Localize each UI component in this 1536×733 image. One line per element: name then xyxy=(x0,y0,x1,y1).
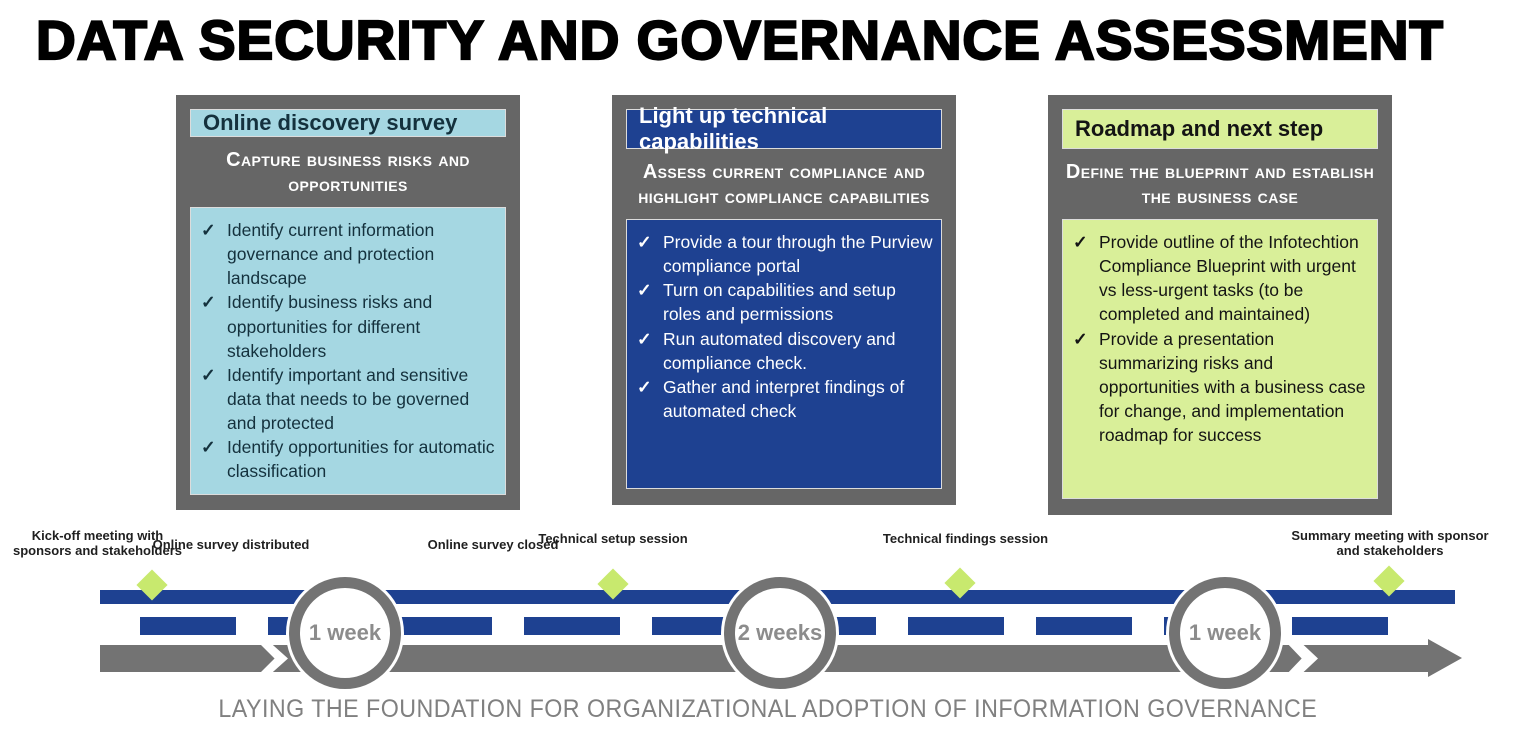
list-item-text: Identify important and sensitive data th… xyxy=(227,364,470,434)
list-item: ✓ Gather and interpret findings of automa… xyxy=(637,375,933,423)
check-icon: ✓ xyxy=(637,376,652,397)
panel-header: Online discovery survey xyxy=(190,109,506,137)
check-icon: ✓ xyxy=(1073,328,1088,349)
panel-online-discovery-survey: Online discovery survey Capture business… xyxy=(176,95,520,510)
duration-circle-1-week: 1 week xyxy=(1169,577,1281,689)
check-icon: ✓ xyxy=(637,328,652,349)
list-item: ✓ Provide a presentation summarizing risk… xyxy=(1073,327,1369,448)
milestone-label-technical-findings: Technical findings session xyxy=(882,531,1049,546)
list-item-text: Provide a presentation summarizing risks… xyxy=(1099,328,1366,446)
list-item-text: Provide outline of the Infotechtion Comp… xyxy=(1099,232,1359,325)
milestone-label-summary-meeting: Summary meeting with sponsor and stakeho… xyxy=(1291,528,1489,558)
check-icon: ✓ xyxy=(201,364,216,385)
list-item-text: Identify business risks and opportunitie… xyxy=(227,292,433,361)
page-title: DATA SECURITY AND GOVERNANCE ASSESSMENT xyxy=(35,9,1445,71)
panel-roadmap-and-next-step: Roadmap and next step Define the bluepri… xyxy=(1048,95,1392,515)
panel-subtitle: Assess current compliance and highlight … xyxy=(638,161,930,208)
list-item: ✓ Identify opportunities for automatic cl… xyxy=(201,435,497,483)
check-icon: ✓ xyxy=(201,220,216,240)
duration-circle-2-weeks: 2 weeks xyxy=(724,577,836,689)
check-icon: ✓ xyxy=(201,292,216,313)
panel-light-up-technical-capabilities: Light up technical capabilities Assess c… xyxy=(612,95,956,505)
check-icon: ✓ xyxy=(1073,232,1088,252)
list-item: ✓ Provide a tour through the Purview comp… xyxy=(637,230,933,278)
list-item-text: Turn on capabilities and setup roles and… xyxy=(663,280,896,325)
list-item: ✓ Identify business risks and opportuniti… xyxy=(201,290,497,362)
footer-caption: LAYING THE FOUNDATION FOR ORGANIZATIONAL… xyxy=(0,695,1536,724)
list-item: ✓ Provide outline of the Infotechtion Com… xyxy=(1073,230,1369,327)
panel-checklist: ✓ Identify current information governance… xyxy=(190,207,506,495)
list-item-text: Identify opportunities for automatic cla… xyxy=(227,437,495,482)
milestone-label-survey-distributed: Online survey distributed xyxy=(152,537,310,552)
list-item-text: Identify current information governance … xyxy=(227,220,435,289)
list-item-text: Provide a tour through the Purview compl… xyxy=(663,232,933,277)
panel-header: Roadmap and next step xyxy=(1062,109,1378,149)
list-item-text: Run automated discovery and compliance c… xyxy=(663,328,896,373)
check-icon: ✓ xyxy=(201,437,216,458)
list-item: ✓ Run automated discovery and compliance … xyxy=(637,327,933,375)
milestone-label-technical-setup: Technical setup session xyxy=(538,531,688,546)
panel-checklist: ✓ Provide outline of the Infotechtion Com… xyxy=(1062,219,1378,499)
list-item-text: Gather and interpret findings of automat… xyxy=(663,376,905,421)
list-item: ✓ Identify important and sensitive data t… xyxy=(201,363,497,435)
list-item: ✓ Identify current information governance… xyxy=(201,218,497,290)
duration-circle-1-week: 1 week xyxy=(289,577,401,689)
milestone-label-kickoff-meeting: Kick-off meeting with sponsors and stake… xyxy=(12,528,183,558)
milestone-label-survey-closed: Online survey closed xyxy=(427,537,559,552)
panel-subtitle: Define the blueprint and establish the b… xyxy=(1065,161,1375,208)
check-icon: ✓ xyxy=(637,232,652,252)
footer-caption-text: LAYING THE FOUNDATION FOR ORGANIZATIONAL… xyxy=(218,695,1318,723)
panel-subtitle: Capture business risks and opportunities xyxy=(226,149,470,196)
check-icon: ✓ xyxy=(637,280,652,301)
panel-header: Light up technical capabilities xyxy=(626,103,942,154)
arrow-head-icon xyxy=(1428,639,1462,677)
list-item: ✓ Turn on capabilities and setup roles an… xyxy=(637,278,933,326)
panel-checklist: ✓ Provide a tour through the Purview comp… xyxy=(626,219,942,489)
